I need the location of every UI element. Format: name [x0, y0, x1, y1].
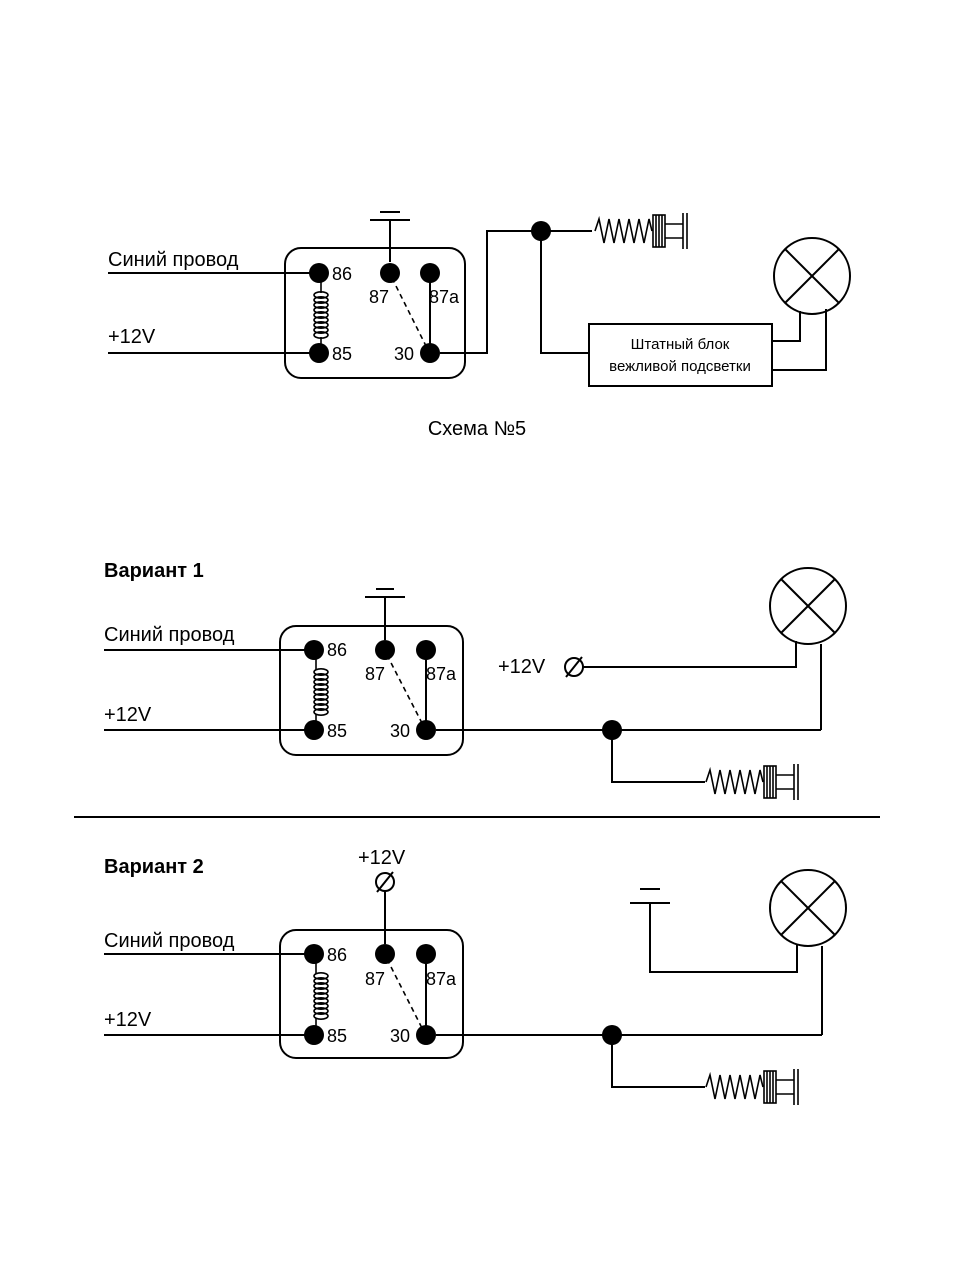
pin-87-label: 87 [365, 664, 385, 684]
variant-2: Вариант 2 Синий провод +12V 86 85 87 87a… [104, 847, 846, 1105]
variant-1: Вариант 1 Синий провод +12V 86 85 87 87a… [104, 560, 846, 800]
contact-87-30-dashed [392, 278, 428, 350]
pin-86-label: 86 [327, 945, 347, 965]
input-label-12v: +12V [104, 704, 152, 726]
pin-85-label: 85 [327, 1026, 347, 1046]
relay-coil [314, 292, 328, 338]
pin-86-label: 86 [332, 264, 352, 284]
relay-supply-label: +12V [358, 847, 406, 869]
pin-87a-label: 87a [429, 287, 460, 307]
pin-87-dot [375, 640, 395, 660]
pin-86-dot [304, 944, 324, 964]
pin-85-dot [309, 343, 329, 363]
variant-2-title: Вариант 2 [104, 856, 204, 878]
module-label-line1: Штатный блок [631, 336, 730, 353]
pin-85-dot [304, 720, 324, 740]
lamp-icon [774, 238, 850, 314]
pin-87-label: 87 [369, 287, 389, 307]
pin-86-dot [309, 263, 329, 283]
courtesy-light-module [589, 324, 772, 386]
lamp-supply-label: +12V [498, 656, 546, 678]
door-switch-icon [595, 213, 687, 249]
pin-87-label: 87 [365, 969, 385, 989]
pin-30-label: 30 [390, 721, 410, 741]
input-label-blue-wire: Синий провод [104, 930, 235, 952]
input-label-blue-wire: Синий провод [104, 624, 235, 646]
input-label-blue-wire: Синий провод [108, 249, 239, 271]
pin-85-label: 85 [327, 721, 347, 741]
pin-87a-label: 87a [426, 664, 457, 684]
relay-coil [314, 973, 328, 1019]
pin-85-dot [304, 1025, 324, 1045]
pin-85-label: 85 [332, 344, 352, 364]
input-label-12v: +12V [108, 326, 156, 348]
pin-87-dot [375, 944, 395, 964]
pin-30-label: 30 [394, 344, 414, 364]
door-switch-icon [706, 764, 798, 800]
variant-1-title: Вариант 1 [104, 560, 204, 582]
relay-coil [314, 669, 328, 715]
module-label-line2: вежливой подсветки [609, 358, 751, 375]
pin-86-dot [304, 640, 324, 660]
pin-87a-label: 87a [426, 969, 457, 989]
scheme-caption: Схема №5 [428, 418, 526, 440]
input-label-12v: +12V [104, 1009, 152, 1031]
door-switch-icon [706, 1069, 798, 1105]
lamp-icon [770, 568, 846, 644]
pin-87-dot [380, 263, 400, 283]
scheme-5: Синий провод +12V 86 85 87 87a 30 Шта [108, 212, 850, 440]
pin-30-label: 30 [390, 1026, 410, 1046]
lamp-icon [770, 870, 846, 946]
pin-86-label: 86 [327, 640, 347, 660]
